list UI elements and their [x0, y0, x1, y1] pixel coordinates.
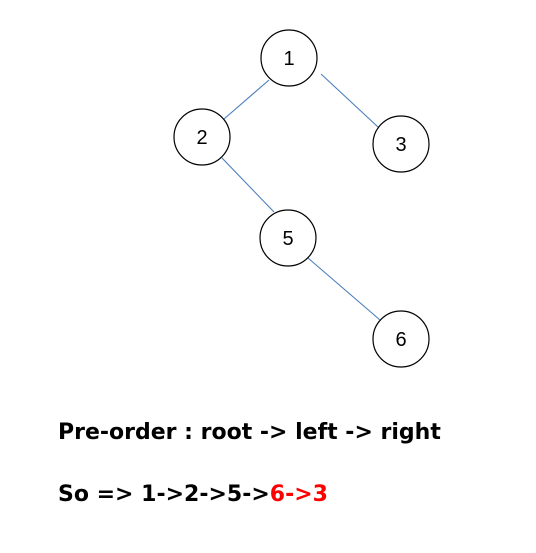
node-label-6: 6: [395, 329, 406, 351]
tree-node-2: 2: [173, 108, 231, 166]
binary-tree-diagram: 1 2 3 5 6: [173, 29, 430, 368]
tree-edges: [221, 73, 381, 321]
edge-5-6: [307, 257, 381, 321]
edge-2-5: [221, 157, 275, 213]
traversal-result-text: So => 1->2->5->6->3: [58, 482, 328, 507]
edge-1-3: [320, 73, 379, 128]
tree-node-5: 5: [259, 209, 317, 267]
result-prefix: So => 1->2->5->: [58, 482, 270, 507]
tree-node-3: 3: [372, 115, 430, 173]
edge-1-2: [223, 79, 270, 120]
tree-node-1: 1: [260, 29, 318, 87]
node-label-2: 2: [196, 127, 207, 149]
result-highlight-6: 6: [269, 482, 286, 507]
result-highlight-3: 3: [312, 482, 328, 507]
tree-node-6: 6: [372, 310, 430, 368]
node-label-5: 5: [282, 228, 293, 250]
result-arrow: ->: [285, 482, 313, 507]
node-label-3: 3: [395, 134, 406, 156]
preorder-rule-text: Pre-order : root -> left -> right: [58, 420, 441, 445]
node-label-1: 1: [283, 48, 294, 70]
